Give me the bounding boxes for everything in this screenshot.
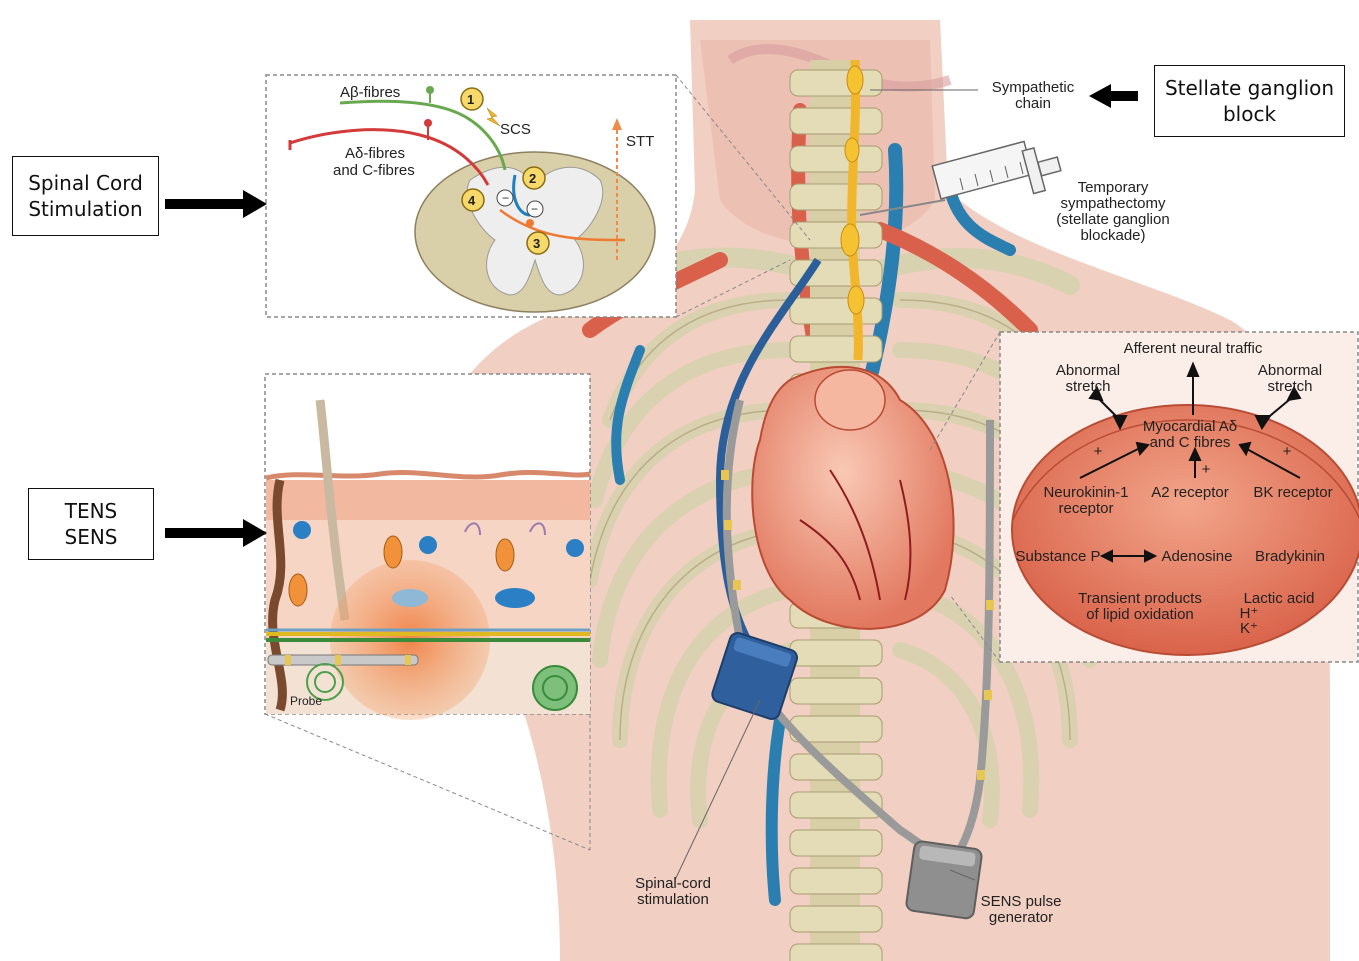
myocardial-fibres-label-1: Myocardial Aδ: [1143, 418, 1237, 435]
marker-2: 2: [529, 171, 536, 186]
sens-generator: [905, 840, 982, 919]
tens-callout-line-1: TENS: [65, 498, 118, 524]
scs-callout-arrow: [165, 199, 245, 209]
sympathetic-chain-label-2: chain: [1015, 95, 1051, 112]
afferent-traffic-label: Afferent neural traffic: [1124, 340, 1263, 357]
tens-callout-arrow: [165, 528, 245, 538]
tens-callout-arrowhead: [243, 519, 267, 547]
spinal-cord-stimulation-label-1: Spinal-cord: [635, 875, 711, 892]
vertebra: [790, 336, 882, 362]
scs-callout-line-2: Stimulation: [28, 196, 142, 222]
ad-fibres-label-1: Aδ-fibres: [345, 145, 405, 162]
vertebra: [790, 906, 882, 932]
scs-callout-arrowhead: [243, 190, 267, 218]
abnormal-stretch-right-1: Abnormal: [1258, 362, 1322, 379]
plus-right: +: [1283, 443, 1292, 460]
scs-label: SCS: [500, 121, 531, 138]
sens-generator-label-1: SENS pulse: [981, 893, 1062, 910]
stellate-callout-arrow: [1108, 91, 1138, 101]
stt-label: STT: [626, 133, 654, 150]
myocardial-fibres-label-2: and C fibres: [1150, 434, 1231, 451]
temp-sympathectomy-label-1: Temporary: [1078, 179, 1149, 196]
spinal-cord-stimulation-label-2: stimulation: [637, 891, 709, 908]
tens-sens-callout: TENS SENS: [28, 488, 154, 560]
probe-label: Probe: [290, 694, 322, 708]
tens-callout-line-2: SENS: [65, 524, 118, 550]
vertebra: [790, 944, 882, 961]
temp-sympathectomy-label-2: sympathectomy: [1060, 195, 1166, 212]
neurokinin-label-1: Neurokinin-1: [1043, 484, 1128, 501]
plus-left: +: [1094, 443, 1103, 460]
marker-4: 4: [468, 193, 476, 208]
abnormal-stretch-right-2: stretch: [1267, 378, 1312, 395]
vertebra: [790, 222, 882, 248]
vertebra: [790, 868, 882, 894]
ad-fibres-label-2: and C-fibres: [333, 162, 415, 179]
vertebra: [790, 184, 882, 210]
bradykinin-label: Bradykinin: [1255, 548, 1325, 565]
temp-sympathectomy-label-4: blockade): [1080, 227, 1145, 244]
neurokinin-label-2: receptor: [1058, 500, 1113, 517]
marker-3: 3: [533, 236, 540, 251]
spinal-cord-stimulation-callout: Spinal Cord Stimulation: [12, 156, 159, 236]
vertebra: [790, 678, 882, 704]
sens-generator-label-2: generator: [989, 909, 1053, 926]
abnormal-stretch-left-1: Abnormal: [1056, 362, 1120, 379]
transient-products-label-2: of lipid oxidation: [1086, 606, 1194, 623]
substance-p-label: Substance P: [1015, 548, 1100, 565]
vertebra: [790, 108, 882, 134]
plus-center: +: [1202, 461, 1211, 478]
sympathetic-chain-label-1: Sympathetic: [992, 79, 1075, 96]
vertebra: [790, 640, 882, 666]
vertebra: [790, 830, 882, 856]
svg-text:−: −: [531, 202, 538, 216]
vertebra: [790, 146, 882, 172]
ab-fibres-label: Aβ-fibres: [340, 84, 400, 101]
stellate-callout-line-2: block: [1223, 101, 1276, 127]
stellate-callout-line-1: Stellate ganglion: [1165, 75, 1334, 101]
bk-receptor-label: BK receptor: [1253, 484, 1332, 501]
svg-text:−: −: [502, 191, 509, 205]
stellate-ganglion-block-callout: Stellate ganglion block: [1154, 65, 1345, 137]
transient-products-label-1: Transient products: [1078, 590, 1202, 607]
vertebra: [790, 70, 882, 96]
k-ion-label: K⁺: [1240, 620, 1258, 637]
a2-receptor-label: A2 receptor: [1151, 484, 1229, 501]
adenosine-label: Adenosine: [1162, 548, 1233, 565]
scs-callout-line-1: Spinal Cord: [28, 170, 143, 196]
abnormal-stretch-left-2: stretch: [1065, 378, 1110, 395]
vertebra: [790, 298, 882, 324]
temp-sympathectomy-label-3: (stellate ganglion: [1056, 211, 1169, 228]
marker-1: 1: [467, 92, 474, 107]
